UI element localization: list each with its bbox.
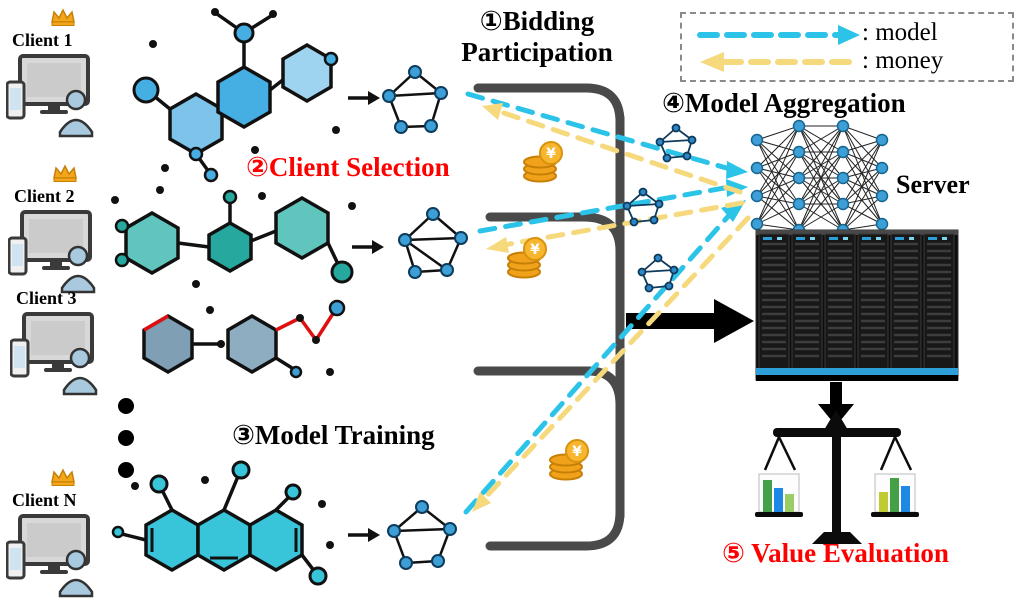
coin-stack-2: ¥	[507, 237, 547, 279]
left-pan-chart	[755, 473, 803, 517]
step2-client-selection-label: ②Client Selection	[246, 152, 450, 182]
molecule-to-graph-arrow-N	[348, 528, 380, 542]
client-2-label: Client 2	[14, 186, 75, 206]
coin-stack-3: ¥	[549, 439, 589, 481]
legend-money-label: : money	[862, 47, 944, 74]
mini-graph-1	[655, 123, 697, 163]
server-rack	[755, 229, 959, 381]
server-label: Server	[896, 170, 970, 199]
client-computer-icon	[8, 210, 96, 294]
mini-graph-3	[637, 253, 679, 293]
clientN-molecule	[111, 460, 334, 586]
legend-box	[680, 12, 1014, 82]
client2-graph	[398, 207, 468, 279]
clientN-graph	[387, 500, 457, 570]
yen-symbol: ¥	[572, 444, 582, 460]
client2-molecule	[111, 186, 356, 288]
neural-network	[750, 119, 889, 237]
step5-value-evaluation-label: ⑤ Value Evaluation	[722, 538, 949, 568]
client-computer-icon	[6, 54, 94, 138]
crown-icon	[51, 468, 75, 486]
crown-icon	[51, 8, 75, 26]
client-computer-icon	[6, 514, 94, 598]
client-3-label: Client 3	[16, 288, 77, 308]
client1-molecule	[132, 8, 340, 183]
client-1-label: Client 1	[12, 30, 73, 50]
balance-scale	[755, 410, 919, 544]
step4-model-aggregation-label: ④Model Aggregation	[662, 88, 906, 118]
client-N-label: Client N	[12, 490, 77, 510]
legend-model-label: : model	[862, 19, 938, 46]
client1-graph	[382, 65, 448, 134]
crown-icon	[53, 164, 77, 182]
coin-stack-1: ¥	[523, 141, 563, 183]
legend-money-arrow	[700, 52, 861, 72]
yen-symbol: ¥	[530, 242, 540, 258]
merge-arrow	[626, 299, 754, 343]
ellipsis-dots	[118, 398, 134, 478]
legend-model-arrow	[697, 25, 860, 45]
mini-graph-2	[622, 187, 664, 227]
client-computer-icon	[10, 312, 98, 396]
client3-molecule	[142, 299, 346, 379]
model-flow-arrows	[463, 91, 748, 515]
molecule-to-graph-arrow-2	[352, 240, 384, 254]
molecule-to-graph-arrow-1	[348, 91, 380, 105]
step1-bidding-label: ①Bidding Participation	[461, 6, 613, 67]
right-pan-chart	[871, 473, 919, 517]
yen-symbol: ¥	[546, 146, 556, 162]
step3-model-training-label: ③Model Training	[232, 420, 435, 450]
